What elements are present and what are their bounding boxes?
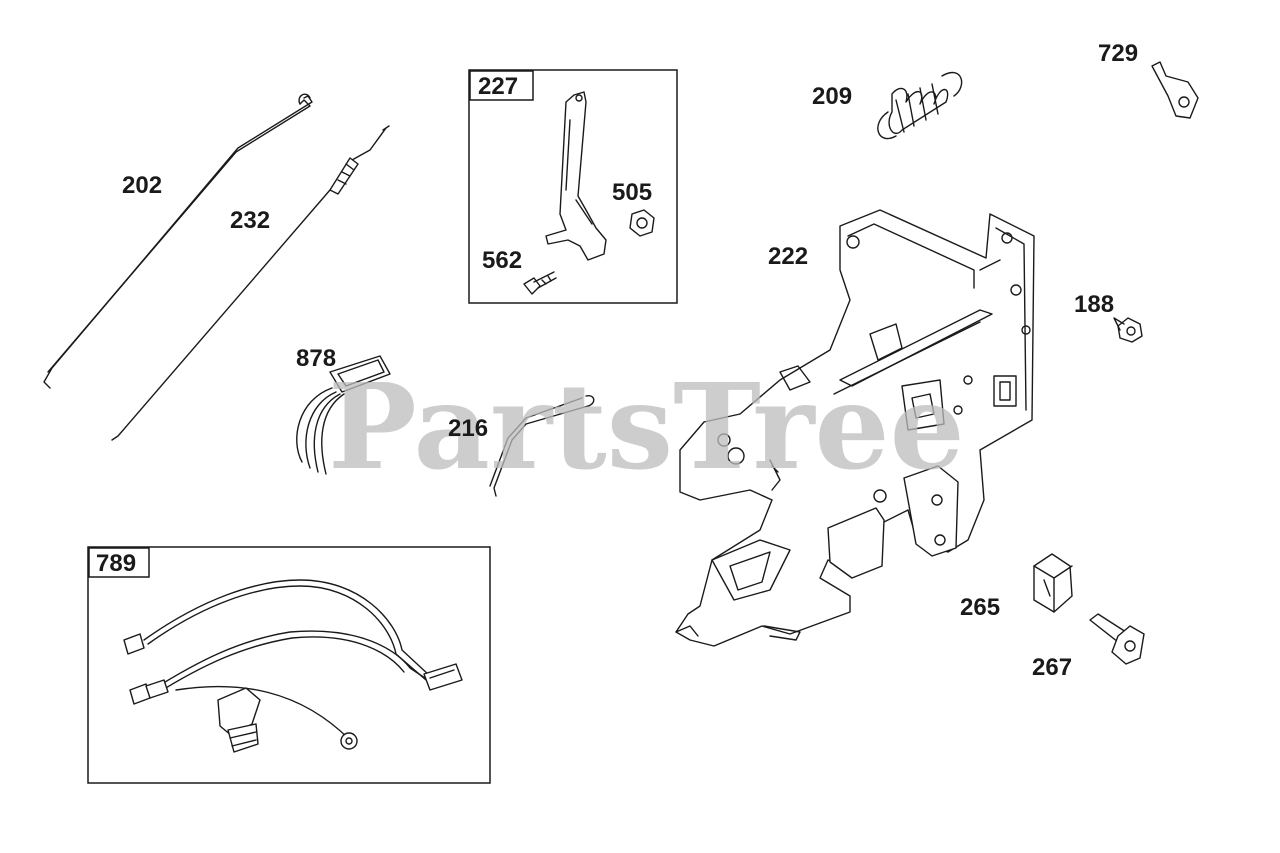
part-729-clip[interactable] xyxy=(1151,61,1199,119)
label-265: 265 xyxy=(960,594,1000,621)
part-202-governor-link[interactable] xyxy=(43,93,313,389)
part-188-screw[interactable] xyxy=(1113,317,1143,343)
label-562: 562 xyxy=(482,247,522,274)
group-227-box xyxy=(468,69,678,304)
part-216-link[interactable] xyxy=(489,395,595,497)
label-188: 188 xyxy=(1074,291,1114,318)
label-202: 202 xyxy=(122,172,162,199)
label-505: 505 xyxy=(612,179,652,206)
watermark: PartsTree xyxy=(328,357,965,496)
label-789: 789 xyxy=(96,550,136,577)
part-789-wire-harness[interactable] xyxy=(123,579,463,753)
part-267-bolt[interactable] xyxy=(1089,613,1145,665)
label-222: 222 xyxy=(768,243,808,270)
label-232: 232 xyxy=(230,207,270,234)
part-227-throttle-lever[interactable] xyxy=(545,91,607,261)
label-216: 216 xyxy=(448,415,488,442)
part-232-spring-link[interactable] xyxy=(111,125,390,441)
label-878: 878 xyxy=(296,345,336,372)
group-789-box xyxy=(87,546,491,784)
part-209-spring[interactable] xyxy=(877,71,963,140)
part-265-block[interactable] xyxy=(1033,553,1073,613)
label-729: 729 xyxy=(1098,40,1138,67)
part-222-control-bracket[interactable] xyxy=(675,209,1035,647)
part-505-nut[interactable] xyxy=(629,209,655,237)
label-209: 209 xyxy=(812,83,852,110)
part-562-screw[interactable] xyxy=(523,271,557,295)
label-267: 267 xyxy=(1032,654,1072,681)
part-878-connector[interactable] xyxy=(296,355,391,475)
label-227: 227 xyxy=(478,73,518,100)
